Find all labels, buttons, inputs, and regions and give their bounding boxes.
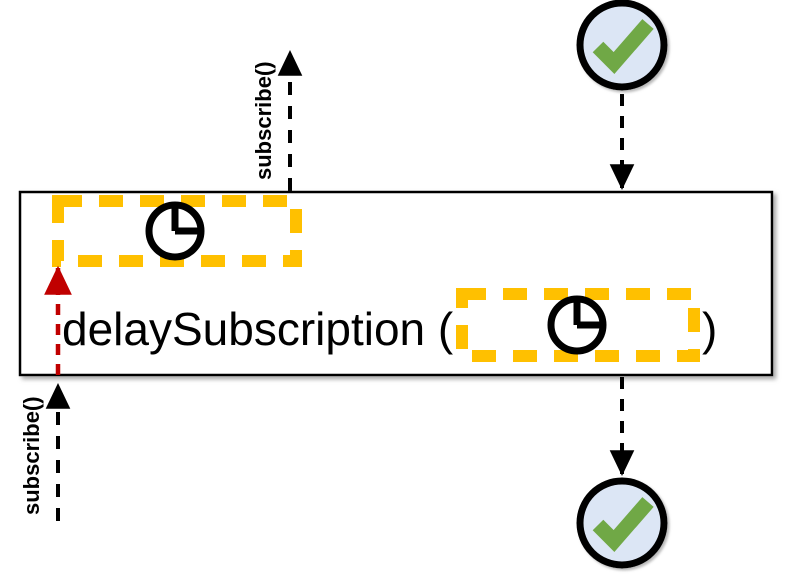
operator-close-paren-text: ) — [702, 303, 717, 355]
delay-duration-slot-lower[interactable] — [456, 288, 700, 362]
upper-subscribe-label: subscribe() — [251, 61, 276, 180]
clock-icon-lower — [547, 295, 607, 355]
highlight-dashed-box-lower — [456, 288, 700, 362]
highlight-dashed-box-upper — [52, 195, 302, 267]
operator-box — [18, 190, 774, 377]
lower-complete-marble[interactable] — [576, 477, 668, 569]
upper-complete-marble[interactable] — [576, 0, 668, 91]
delay-duration-slot-upper[interactable] — [52, 195, 302, 267]
check-mark-icon — [592, 19, 654, 74]
operator-name-text: delaySubscription ( — [62, 303, 454, 355]
check-mark-icon — [592, 497, 654, 552]
lower-subscribe-label: subscribe() — [19, 396, 44, 515]
clock-icon-upper — [145, 201, 205, 261]
